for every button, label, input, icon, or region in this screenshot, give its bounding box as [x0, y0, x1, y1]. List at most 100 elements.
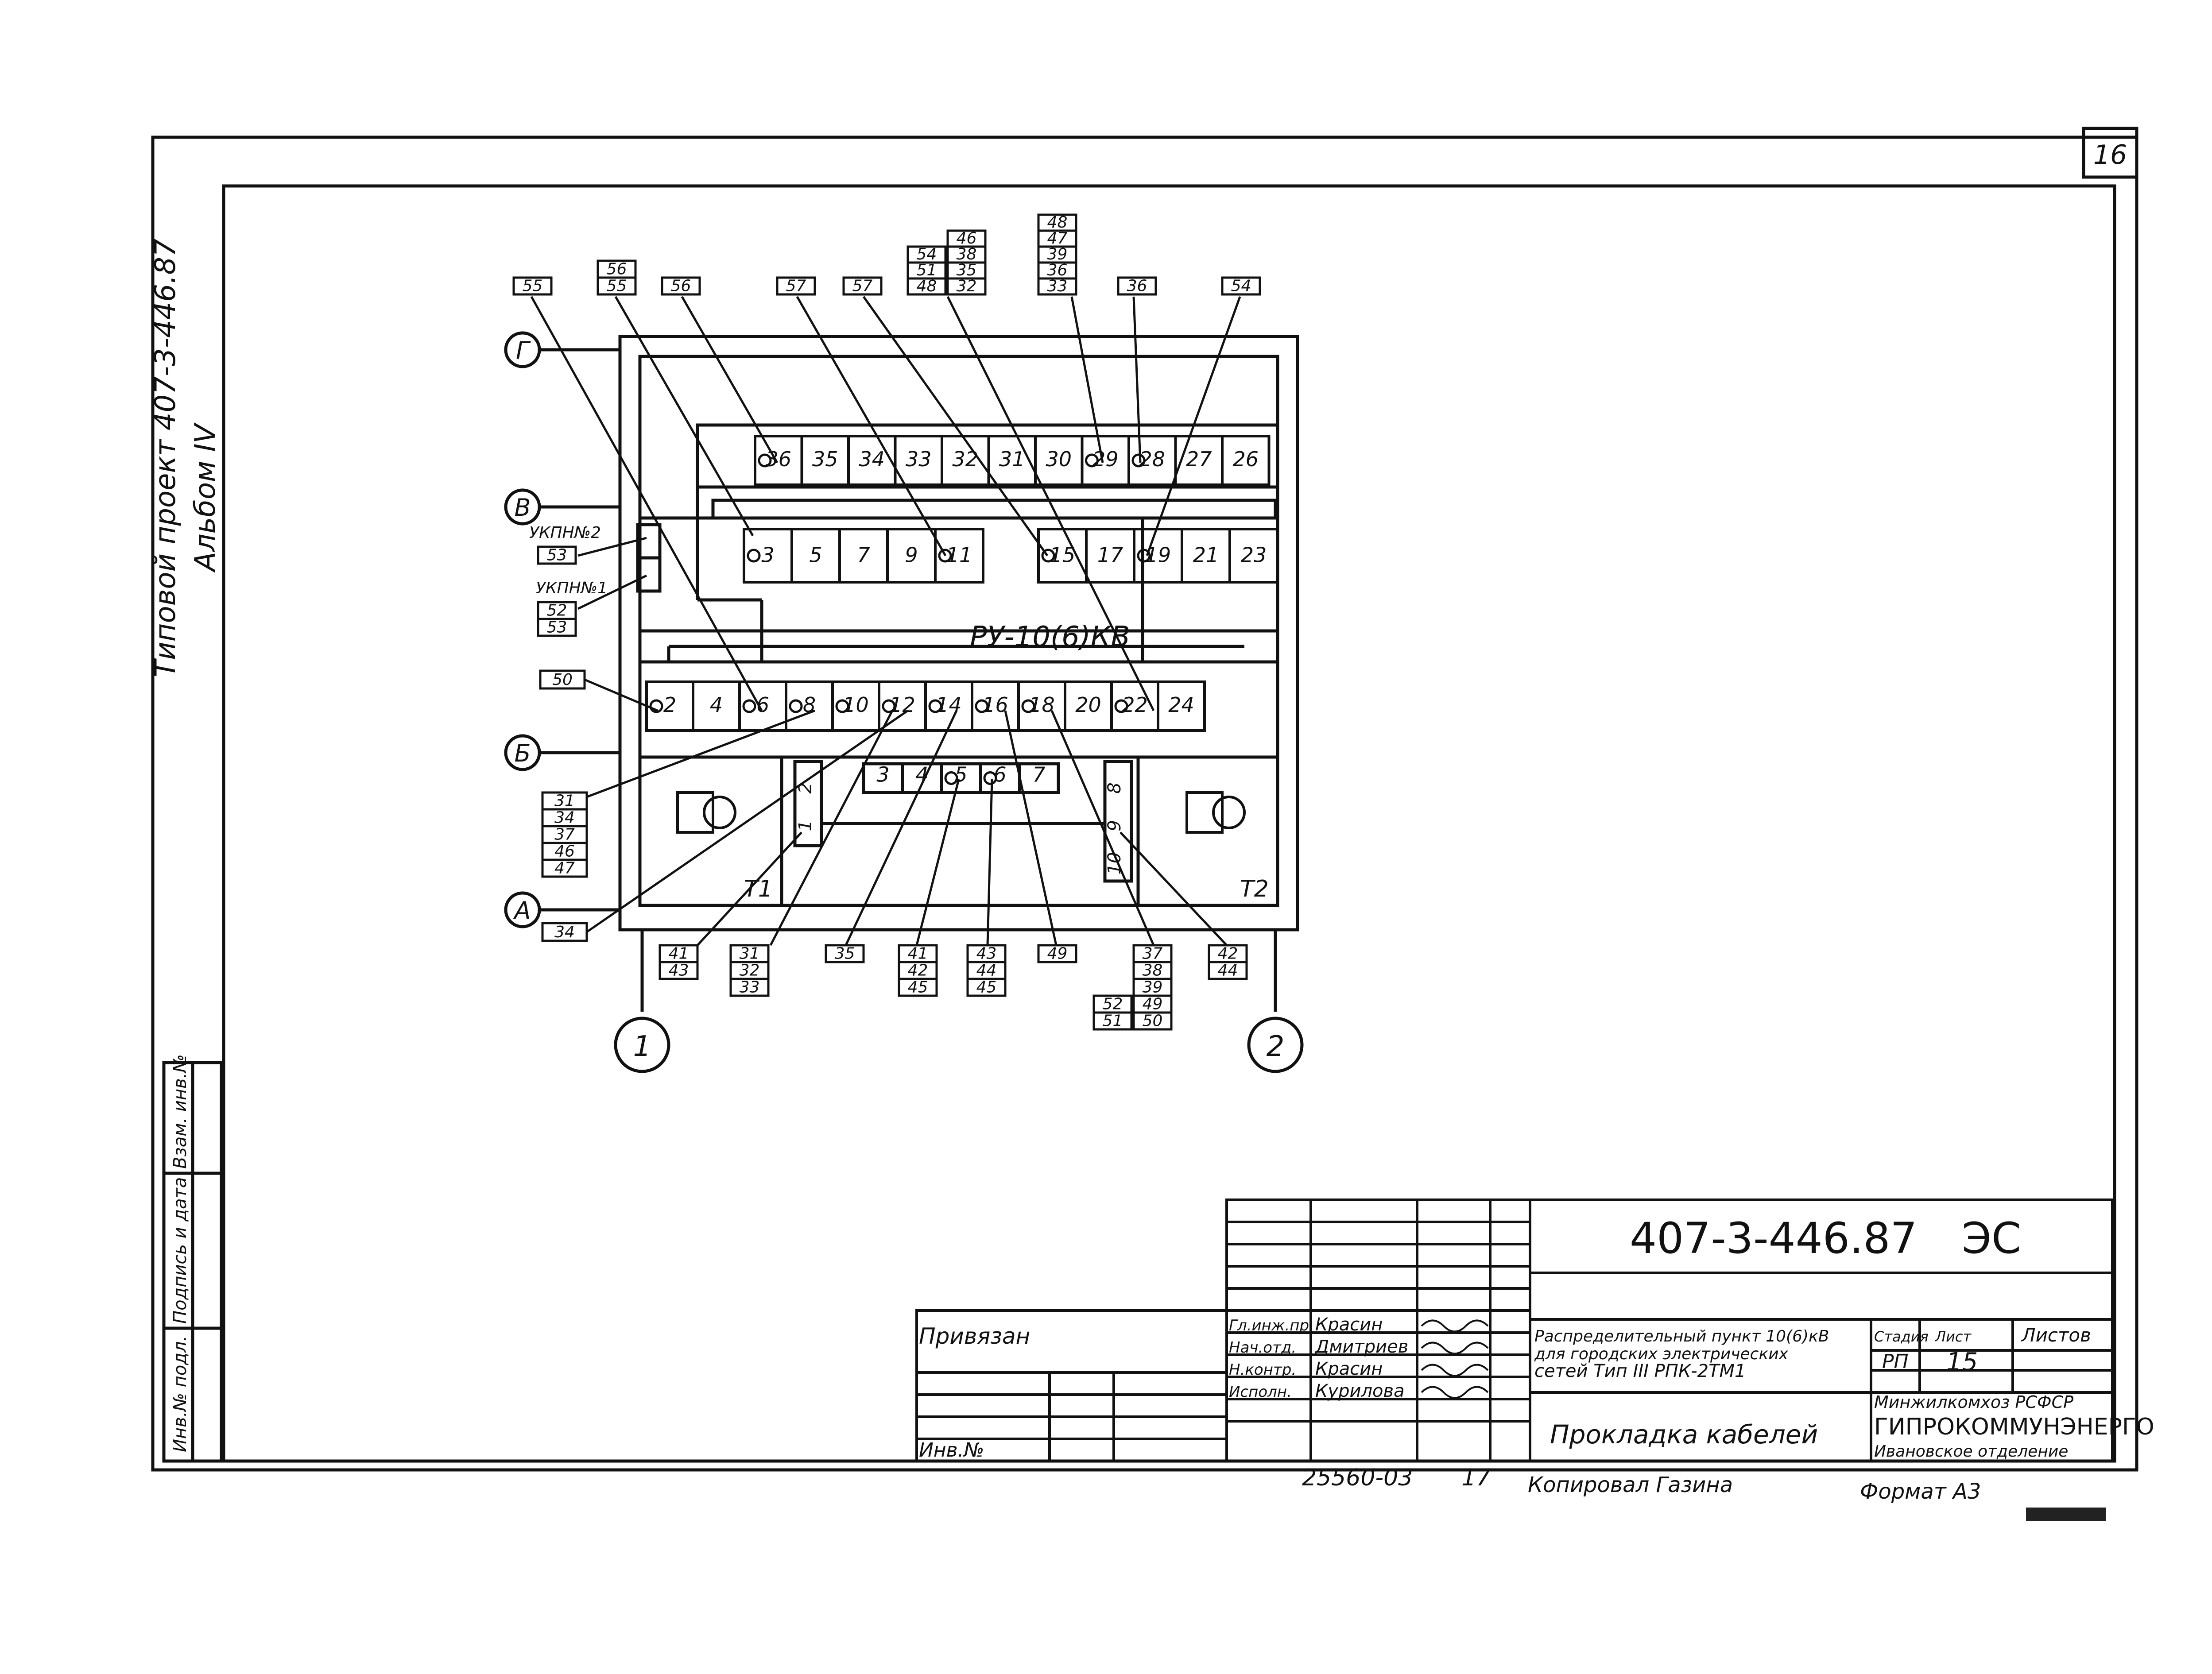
cable-tag-code: 48 — [917, 277, 937, 295]
bottom-row-cell-label: 18 — [1029, 693, 1055, 717]
cable-entry-marker — [944, 771, 958, 785]
top-row-cell-label: 27 — [1186, 447, 1212, 471]
bottom-row-cell: 16 — [971, 680, 1020, 732]
bottom-row-cell-label: 10 — [843, 693, 869, 717]
top-row-cell: 29 — [1081, 435, 1130, 486]
axis-row-label: Б — [514, 739, 531, 767]
cable-tag-code: 33 — [740, 978, 760, 996]
top-row-cell-label: 26 — [1232, 447, 1259, 471]
col-stage: Стадия — [1874, 1328, 1929, 1345]
transformer-t1-label: Т1 — [744, 876, 773, 902]
cable-tag-code: 38 — [957, 245, 977, 263]
top-row-cell: 30 — [1034, 435, 1084, 486]
cable-leader — [915, 779, 960, 946]
bottom-row-cell-label: 24 — [1168, 693, 1194, 717]
top-row-cell: 28 — [1127, 435, 1177, 486]
top-row-cell: 34 — [847, 435, 897, 486]
axis-col-label: 1 — [633, 1030, 651, 1063]
cable-tag-code: 55 — [523, 277, 543, 295]
cable-leader — [586, 709, 815, 798]
top-row-cell-label: 34 — [859, 447, 885, 471]
cable-tag-top-0: 55 — [512, 276, 553, 296]
cable-tag-code: 34 — [554, 923, 575, 941]
axis-row-0: Г — [504, 331, 541, 368]
lv-mid-cell: 3 — [862, 762, 904, 794]
bottom-row-cell-label: 16 — [982, 693, 1008, 717]
cable-leader — [1070, 296, 1104, 463]
cable-tag-code: 35 — [957, 261, 977, 279]
stamp-mark — [2026, 1508, 2106, 1521]
cable-layout-diagram — [538, 335, 1299, 1012]
copy-number: 25560-03 — [1302, 1465, 1413, 1491]
designation: 407-3-446.87 — [1630, 1214, 1918, 1263]
axis-row-3: А — [504, 891, 541, 928]
ukpn-tag-0: 53 — [537, 545, 577, 565]
cable-tag-code: 37 — [554, 825, 575, 843]
top-row-cell: 32 — [941, 435, 990, 486]
cable-tag-code: 35 — [835, 944, 855, 963]
cable-entry-marker — [1021, 699, 1035, 713]
left-stamp-2: Подпись и дата — [170, 1177, 190, 1324]
description-line2: для городских электрических — [1534, 1345, 1789, 1363]
cable-leader — [845, 710, 958, 946]
signature-name: Дмитриев — [1314, 1337, 1408, 1357]
top-row-cell-label: 35 — [812, 447, 838, 471]
signature-scribble — [1421, 1386, 1489, 1399]
cable-leader — [584, 678, 658, 712]
cable-leader — [946, 296, 1155, 711]
leaders-layer — [530, 296, 1241, 946]
top-row-cell: 26 — [1221, 435, 1271, 486]
cable-leader — [614, 296, 754, 537]
cable-tag-code: 39 — [1047, 245, 1068, 263]
cable-entry-marker — [1137, 549, 1151, 563]
lv-left-cell: 2 — [795, 782, 816, 793]
cable-tag-code: 55 — [607, 277, 627, 295]
top-row-cell: 35 — [800, 435, 850, 486]
cable-tag-code: 47 — [554, 859, 575, 877]
ministry: Минжилкомхоз РСФСР — [1874, 1392, 2073, 1412]
cable-tag-code: 47 — [1047, 229, 1068, 247]
copy-sheet: 17 — [1461, 1465, 1491, 1491]
cable-tag-code: 34 — [554, 808, 575, 827]
cable-tag-code: 39 — [1143, 978, 1163, 996]
cable-tag-code: 53 — [547, 618, 567, 636]
signature-role: Н.контр. — [1229, 1361, 1296, 1379]
cable-tag-code: 37 — [1143, 944, 1163, 963]
mid-right-cell-label: 17 — [1097, 543, 1123, 567]
top-row-cell: 33 — [894, 435, 943, 486]
lv-left-cell-label: 2 — [795, 782, 816, 793]
cable-tag-code: 44 — [976, 961, 997, 979]
left-stamp-3: Взам. инв.№ — [170, 1054, 190, 1169]
cable-leader — [1004, 710, 1058, 946]
copied-by: Копировал Газина — [1528, 1473, 1733, 1497]
cable-tag-code: 57 — [786, 277, 806, 295]
lv-mid-cell: 4 — [901, 762, 943, 794]
lv-right-cell-label: 8 — [1104, 782, 1125, 793]
bottom-row-cell-label: 14 — [936, 693, 962, 717]
album-margin-line1: Типовой проект 407-3-446.87 — [149, 239, 182, 677]
lv-mid-cell: 7 — [1018, 762, 1060, 794]
cable-tag-top-3: 57 — [776, 276, 816, 296]
cable-tag-code: 43 — [976, 944, 997, 963]
cable-entry-marker — [758, 453, 772, 468]
cable-entry-marker — [983, 771, 997, 785]
cable-tag-code: 48 — [1047, 213, 1068, 232]
bottom-row-cell-label: 22 — [1122, 693, 1148, 717]
page-number-box — [2082, 127, 2138, 179]
cable-tag-50: 50 — [539, 669, 586, 690]
cable-tag-code: 54 — [1231, 277, 1251, 295]
cable-tag-code: 56 — [607, 260, 627, 278]
transformer-t1: Т1 — [676, 791, 773, 902]
format: Формат А3 — [1860, 1479, 1981, 1504]
lv-panel-left — [793, 760, 823, 847]
cable-leader — [769, 710, 894, 946]
cable-tag-code: 41 — [669, 944, 689, 963]
lv-panel-right — [1103, 760, 1133, 883]
cable-tag-code: 36 — [1047, 261, 1068, 279]
mid-right-cell: 21 — [1181, 528, 1231, 584]
ukpn2-label: УКПН№2 — [529, 524, 601, 542]
bottom-row-cell: 22 — [1110, 680, 1159, 732]
mid-right-cell: 17 — [1085, 528, 1135, 584]
